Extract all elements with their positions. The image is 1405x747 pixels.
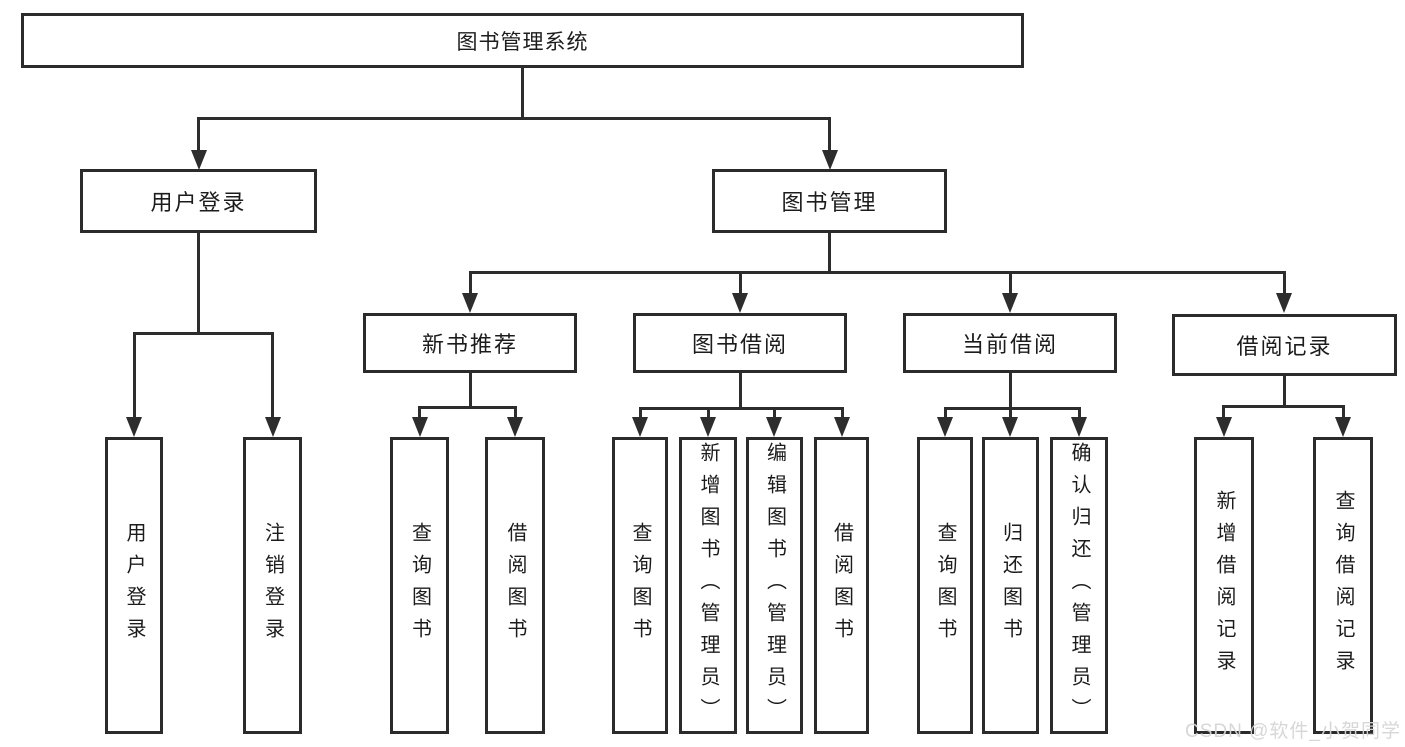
connector-book-management-stub [828,233,831,274]
arrowhead-down-icon [821,150,838,170]
leaf-query-books-recommend: 查询图书 [390,437,449,734]
node-book-management-label: 图书管理 [781,190,878,215]
leaf-confirm-return-admin-label: 确认归还（管理员） [1068,441,1090,730]
arrowhead-down-icon [1002,293,1018,313]
node-new-book-recommend: 新书推荐 [363,313,577,373]
connector-arrow-shaft [840,407,844,420]
connector-book-borrowing-branch [638,407,844,410]
connector-arrow-shaft [271,332,274,420]
arrowhead-down-icon [732,293,748,313]
connector-book-management-branch [468,271,1286,274]
arrowhead-down-icon [834,417,850,437]
connector-book-borrowing-stub [738,373,742,410]
leaf-query-books-recommend-label: 查询图书 [408,521,431,650]
arrowhead-down-icon [126,417,142,437]
leaf-edit-books-admin-label: 编辑图书（管理员） [763,441,786,730]
connector-user-login-stub [197,233,200,335]
node-user-login-label: 用户登录 [150,190,247,215]
connector-arrow-shaft [1282,271,1286,296]
leaf-query-books-borrowing-label: 查询图书 [629,521,651,650]
leaf-borrow-books-borrowing: 借阅图书 [814,437,869,734]
arrowhead-down-icon [264,417,281,437]
connector-root-branch [197,117,831,120]
connector-arrow-shaft [943,407,947,420]
leaf-user-login: 用户登录 [105,437,163,734]
connector-arrow-shaft [1341,405,1345,420]
connector-arrow-shaft [1008,407,1012,420]
node-current-borrowing-label: 当前借阅 [961,332,1058,357]
connector-root-stub [521,68,524,120]
leaf-confirm-return-admin: 确认归还（管理员） [1050,437,1108,734]
csdn-watermark: CSDN @软件_小贺同学 [1185,721,1401,742]
leaf-add-books-admin-label: 新增图书（管理员） [697,441,719,730]
node-book-management: 图书管理 [712,169,947,233]
connector-arrow-shaft [638,407,642,420]
connector-arrow-shaft [513,406,517,420]
connector-arrow-shaft [706,407,710,420]
node-new-book-recommend-label: 新书推荐 [421,332,518,357]
leaf-logout-label: 注销登录 [261,521,284,650]
arrowhead-down-icon [507,417,523,437]
connector-arrow-shaft [1008,271,1012,296]
node-user-login: 用户登录 [80,169,317,233]
node-book-borrowing-label: 图书借阅 [691,332,788,357]
node-root-label: 图书管理系统 [456,30,589,54]
arrowhead-down-icon [937,417,953,437]
leaf-edit-books-admin: 编辑图书（管理员） [746,437,803,734]
connector-current-borrowing-stub [1008,373,1012,410]
arrowhead-down-icon [1276,293,1292,313]
leaf-borrow-books-borrowing-label: 借阅图书 [830,521,853,650]
arrowhead-down-icon [700,417,716,437]
leaf-borrow-books-recommend: 借阅图书 [485,437,545,734]
connector-current-borrowing-branch [943,407,1081,410]
connector-arrow-shaft [738,271,742,296]
connector-arrow-shaft [418,406,421,420]
connector-arrow-shaft [132,332,136,420]
leaf-return-books: 归还图书 [982,437,1039,734]
leaf-query-books-current-label: 查询图书 [934,521,956,650]
leaf-add-borrow-record: 新增借阅记录 [1194,437,1254,734]
leaf-query-books-current: 查询图书 [917,437,973,734]
arrowhead-down-icon [1071,417,1087,437]
connector-arrow-shaft [772,407,776,420]
connector-user-login-branch [132,332,274,335]
connector-borrow-records-branch [1222,405,1344,408]
connector-arrow-shaft [828,117,831,152]
connector-new-book-recommend-stub [468,373,472,409]
leaf-return-books-label: 归还图书 [999,521,1022,650]
leaf-query-borrow-record-label: 查询借阅记录 [1332,489,1354,682]
arrowhead-down-icon [1335,417,1351,437]
connector-arrow-shaft [1077,407,1081,420]
leaf-user-login-label: 用户登录 [123,521,145,650]
connector-arrow-shaft [1222,405,1225,420]
node-root: 图书管理系统 [21,13,1024,68]
leaf-logout: 注销登录 [243,437,302,734]
arrowhead-down-icon [462,293,478,313]
connector-new-book-recommend-branch [418,406,517,409]
leaf-query-borrow-record: 查询借阅记录 [1313,437,1373,734]
node-book-borrowing: 图书借阅 [633,313,847,373]
arrowhead-down-icon [411,417,428,437]
leaf-add-borrow-record-label: 新增借阅记录 [1213,489,1235,682]
node-current-borrowing: 当前借阅 [903,313,1117,373]
node-borrow-records-label: 借阅记录 [1236,334,1333,359]
node-borrow-records: 借阅记录 [1172,314,1397,376]
leaf-borrow-books-recommend-label: 借阅图书 [504,521,526,650]
arrowhead-down-icon [190,150,207,170]
leaf-query-books-borrowing: 查询图书 [612,437,668,734]
arrowhead-down-icon [1215,417,1232,437]
leaf-add-books-admin: 新增图书（管理员） [679,437,737,734]
connector-borrow-records-stub [1282,376,1286,408]
arrowhead-down-icon [1002,417,1018,437]
connector-arrow-shaft [468,271,472,296]
arrowhead-down-icon [766,417,782,437]
connector-arrow-shaft [197,117,200,152]
arrowhead-down-icon [632,417,648,437]
